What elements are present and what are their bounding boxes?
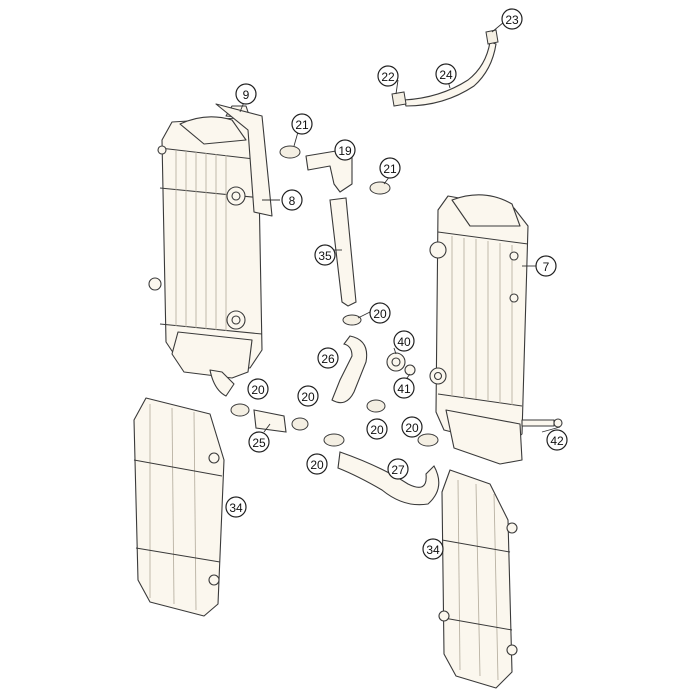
clamp-upper-right	[369, 181, 391, 195]
callout-20-right: 20	[401, 416, 423, 438]
callout-9: 9	[235, 83, 257, 105]
callout-21-right: 21	[379, 157, 401, 179]
right-radiator-shroud	[438, 469, 518, 689]
callout-20-mid: 20	[366, 418, 388, 440]
svg-text:20: 20	[373, 307, 387, 321]
vent-hose-clip	[485, 29, 499, 45]
svg-text:7: 7	[543, 260, 550, 274]
callout-34-left: 34	[225, 496, 247, 518]
left-radiator	[148, 105, 263, 397]
clamp-pipe	[342, 314, 362, 326]
svg-text:22: 22	[381, 70, 395, 84]
callout-8: 8	[281, 189, 303, 211]
clamp-upper-left	[279, 145, 301, 159]
svg-text:35: 35	[318, 249, 332, 263]
svg-text:8: 8	[289, 194, 296, 208]
callout-7: 7	[535, 255, 557, 277]
callout-20-lower: 20	[306, 453, 328, 475]
svg-text:21: 21	[383, 162, 397, 176]
radiator-shroud-panel	[215, 103, 273, 217]
svg-text:41: 41	[397, 382, 411, 396]
clamp-25-right	[291, 417, 309, 431]
washer-41	[404, 364, 416, 376]
callout-24: 24	[435, 63, 457, 85]
callout-20-center: 20	[297, 385, 319, 407]
svg-text:23: 23	[505, 13, 519, 27]
svg-text:9: 9	[243, 88, 250, 102]
washer-40-hole	[391, 357, 401, 367]
callout-35: 35	[314, 244, 336, 266]
hose-25	[253, 409, 287, 433]
svg-text:25: 25	[252, 436, 266, 450]
callout-21-left: 21	[291, 113, 313, 135]
callout-19: 19	[334, 139, 356, 161]
vent-hose	[403, 41, 497, 107]
svg-text:27: 27	[391, 463, 405, 477]
callout-23: 23	[501, 8, 523, 30]
callout-20-pipe: 20	[369, 302, 391, 324]
svg-text:20: 20	[405, 421, 419, 435]
vent-hose-clamp	[391, 91, 407, 107]
svg-text:20: 20	[301, 390, 315, 404]
clamp-27-left	[323, 433, 345, 447]
callout-34-right: 34	[422, 538, 444, 560]
svg-text:20: 20	[251, 383, 265, 397]
callout-26: 26	[317, 347, 339, 369]
svg-text:26: 26	[321, 352, 335, 366]
callout-41: 41	[393, 377, 415, 399]
right-radiator	[429, 194, 529, 465]
bolt-42	[521, 419, 555, 427]
svg-text:19: 19	[338, 144, 352, 158]
svg-text:34: 34	[426, 543, 440, 557]
callout-25: 25	[248, 431, 270, 453]
callout-42: 42	[546, 429, 568, 451]
svg-text:40: 40	[397, 335, 411, 349]
callout-27: 27	[387, 458, 409, 480]
left-radiator-shroud	[133, 397, 225, 617]
clamp-mid	[366, 399, 386, 413]
clamp-25-left	[230, 403, 250, 417]
hose-26	[331, 335, 368, 404]
callout-40: 40	[393, 330, 415, 352]
connecting-pipe	[329, 197, 357, 307]
clamp-right-lower	[417, 433, 439, 447]
svg-text:21: 21	[295, 118, 309, 132]
svg-text:24: 24	[439, 68, 453, 82]
svg-text:20: 20	[370, 423, 384, 437]
hose-27	[337, 451, 440, 506]
bolt-42-head	[553, 418, 563, 428]
svg-text:42: 42	[550, 434, 564, 448]
leader-lines	[239, 21, 561, 433]
callout-22: 22	[377, 65, 399, 87]
callout-20-left: 20	[247, 378, 269, 400]
svg-text:20: 20	[310, 458, 324, 472]
svg-text:34: 34	[229, 501, 243, 515]
